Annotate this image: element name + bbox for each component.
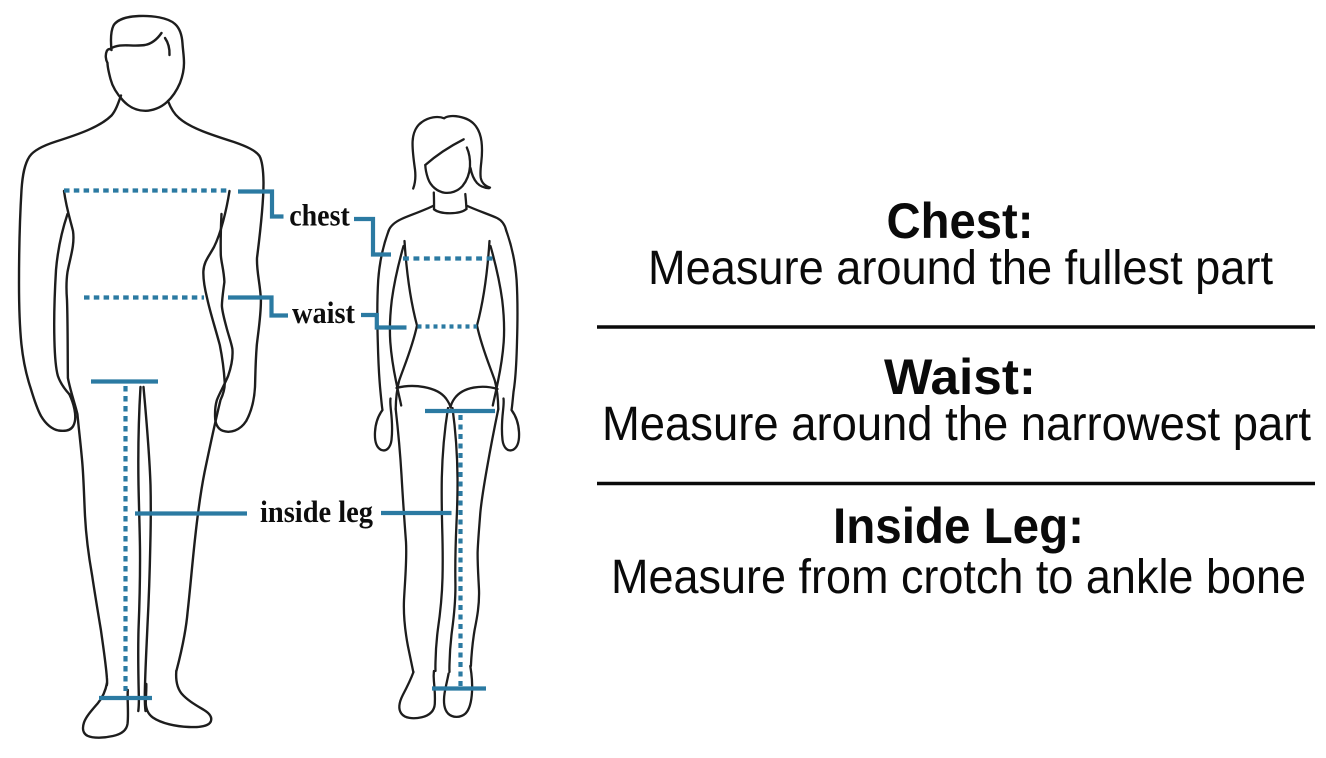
svg-text:inside leg: inside leg [260, 494, 373, 529]
svg-text:Chest:: Chest: [887, 193, 1034, 249]
svg-text:Measure around the narrowest p: Measure around the narrowest part [602, 398, 1311, 451]
svg-text:Inside Leg:: Inside Leg: [833, 498, 1084, 554]
svg-text:chest: chest [289, 198, 350, 233]
svg-text:Measure from crotch to ankle b: Measure from crotch to ankle bone [611, 551, 1306, 604]
svg-text:Waist:: Waist: [884, 349, 1036, 405]
svg-text:Measure around the fullest par: Measure around the fullest part [648, 242, 1273, 295]
svg-text:waist: waist [292, 295, 356, 330]
